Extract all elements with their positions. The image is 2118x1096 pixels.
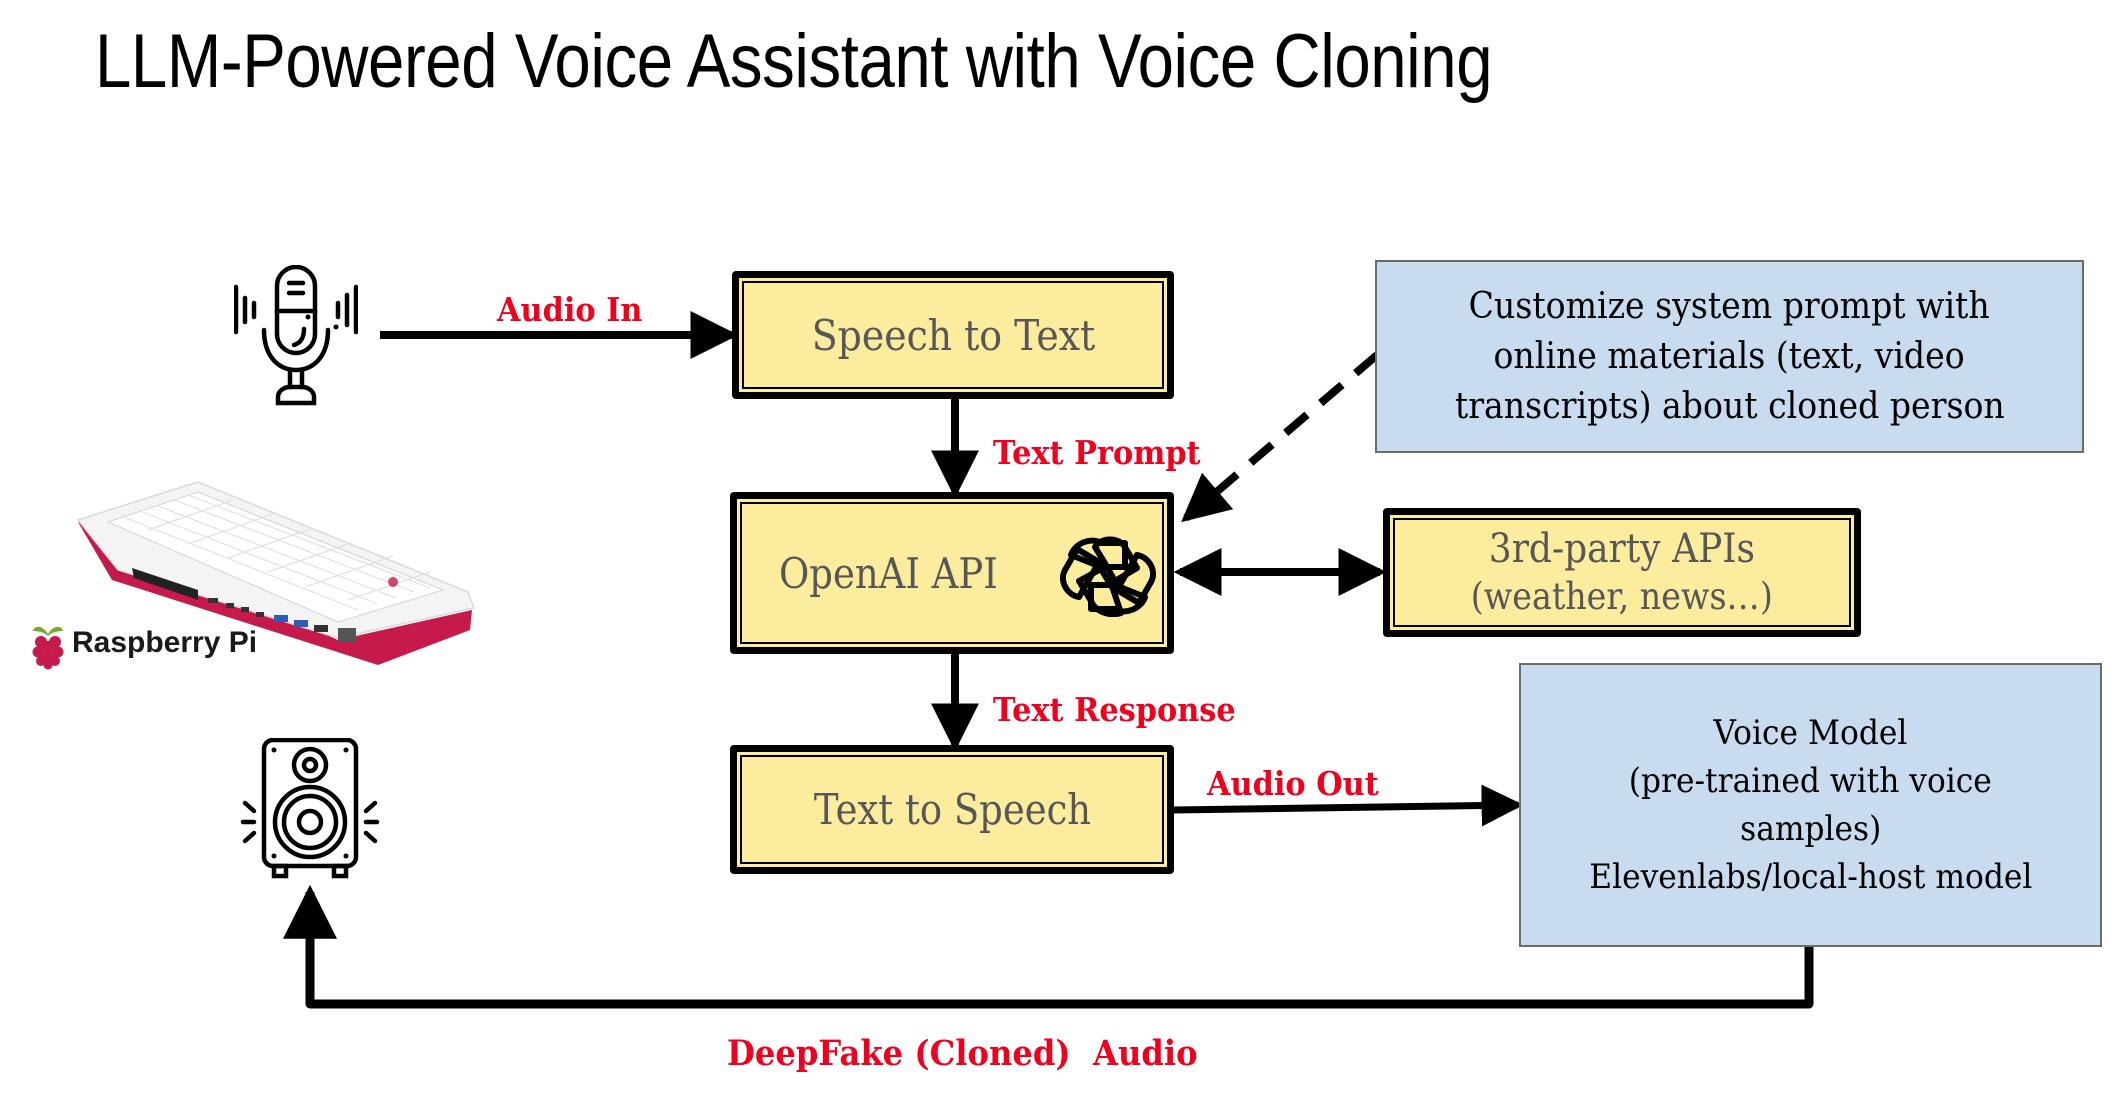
node-text-to-speech-label: Text to Speech	[813, 785, 1091, 834]
system-prompt-line-1: Customize system prompt with	[1468, 285, 1991, 327]
system-prompt-line-2: online materials (text, video	[1493, 335, 1966, 377]
voice-model-line-4: Elevenlabs/local-host model	[1588, 857, 2033, 897]
raspberry-pi-brand-label: Raspberry Pi	[72, 626, 258, 659]
arrow-audio-out	[1172, 784, 1524, 827]
edge-label-audio-out: Audio Out	[1207, 764, 1379, 803]
edge-label-text-response: Text Response	[993, 690, 1236, 729]
node-text-to-speech[interactable]: Text to Speech	[730, 745, 1174, 874]
edge-label-text-prompt: Text Prompt	[993, 433, 1201, 472]
node-system-prompt[interactable]: Customize system prompt with online mate…	[1375, 260, 2084, 453]
node-voice-model[interactable]: Voice Model (pre-trained with voice samp…	[1519, 663, 2102, 947]
edge-label-deepfake-audio: DeepFake (Cloned) Audio	[727, 1033, 1198, 1074]
node-speech-to-text-label: Speech to Text	[811, 310, 1095, 360]
node-openai-api-label: OpenAI API	[779, 548, 998, 598]
third-party-title: 3rd-party APIs	[1488, 525, 1756, 572]
arrow-system-prompt-dashed	[1181, 351, 1380, 523]
voice-model-line-2: (pre-trained with voice	[1628, 761, 1993, 801]
node-openai-api[interactable]: OpenAI API	[730, 492, 1174, 654]
node-speech-to-text[interactable]: Speech to Text	[732, 271, 1174, 399]
raspberry-pi-logo-icon	[30, 622, 66, 670]
openai-logo-icon	[1055, 535, 1161, 618]
node-third-party-apis[interactable]: 3rd-party APIs (weather, news…)	[1383, 508, 1861, 637]
system-prompt-line-3: transcripts) about cloned person	[1454, 385, 2005, 427]
arrow-deepfake-return	[283, 884, 1814, 1009]
microphone-icon	[233, 264, 359, 407]
raspberry-pi-400-keyboard-image	[38, 460, 478, 670]
voice-model-line-1: Voice Model	[1713, 713, 1908, 753]
speaker-icon	[240, 737, 380, 880]
voice-model-line-3: samples)	[1739, 809, 1882, 849]
third-party-subtitle: (weather, news…)	[1470, 574, 1774, 618]
edge-label-audio-in: Audio In	[497, 290, 643, 329]
page-title: LLM-Powered Voice Assistant with Voice C…	[95, 19, 1493, 104]
